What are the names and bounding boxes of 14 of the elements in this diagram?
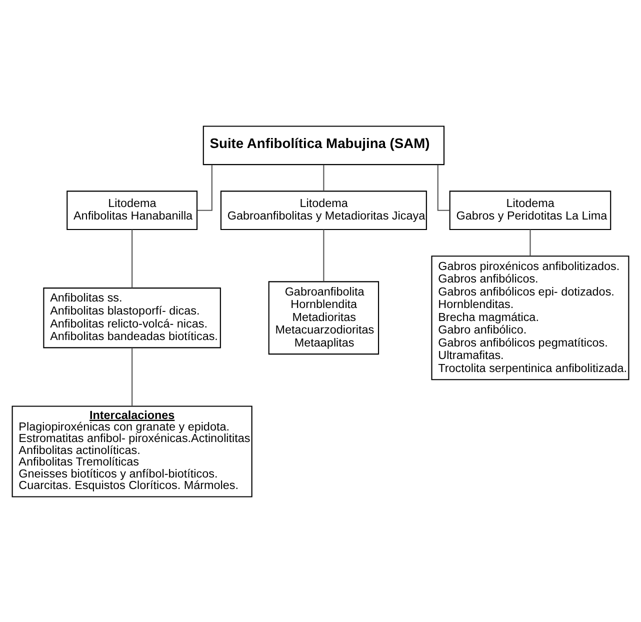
node-box: Litodema Gabros y Peridotitas La Lima bbox=[449, 190, 612, 230]
connector bbox=[323, 164, 324, 190]
node-box: Suite Anfibolítica Mabujina (SAM) bbox=[202, 125, 445, 165]
node-box: Gabroanfibolita Hornblendita Metadioritas Metacuarzodioritas Metaaplitas bbox=[268, 280, 380, 354]
node-box: Gabros piroxénicos anfibolitizados. Gabros anfibólicos. Gabros anfibólicos epi- dotizados. Hornblenditas. Brecha magmática. Gabro anfibólico. Gabros anfibólicos pegmatíticos. Ultramafitas. Troctolita serpentinica anfibolitizada. bbox=[431, 255, 630, 380]
connector bbox=[323, 229, 324, 281]
connector bbox=[132, 229, 133, 288]
node-box: Intercalaciones Plagiopiroxénicas con granate y epidota. Estromatitas anfibol- piroxénicas.Actinolititas Anfibolitas actinolíticas. Anfibolitas Tremolíticas Gneisses biotíticos y anfíbol-biotíticos. Cuarcitas. Esquistos Cloríticos. Mármoles. bbox=[12, 405, 252, 497]
connector bbox=[530, 229, 531, 256]
connector bbox=[197, 164, 212, 210]
connector bbox=[132, 347, 133, 406]
node-box: Anfibolitas ss. Anfibolitas blastoporfí- dicas. Anfibolitas relicto-volcá- nicas. Anfibolitas bandeadas biotíticas. bbox=[43, 287, 221, 348]
node-box: Litodema Anfibolitas Hanabanilla bbox=[66, 190, 198, 230]
node-box: Litodema Gabroanfibolitas y Metadioritas Jicaya bbox=[220, 190, 427, 230]
